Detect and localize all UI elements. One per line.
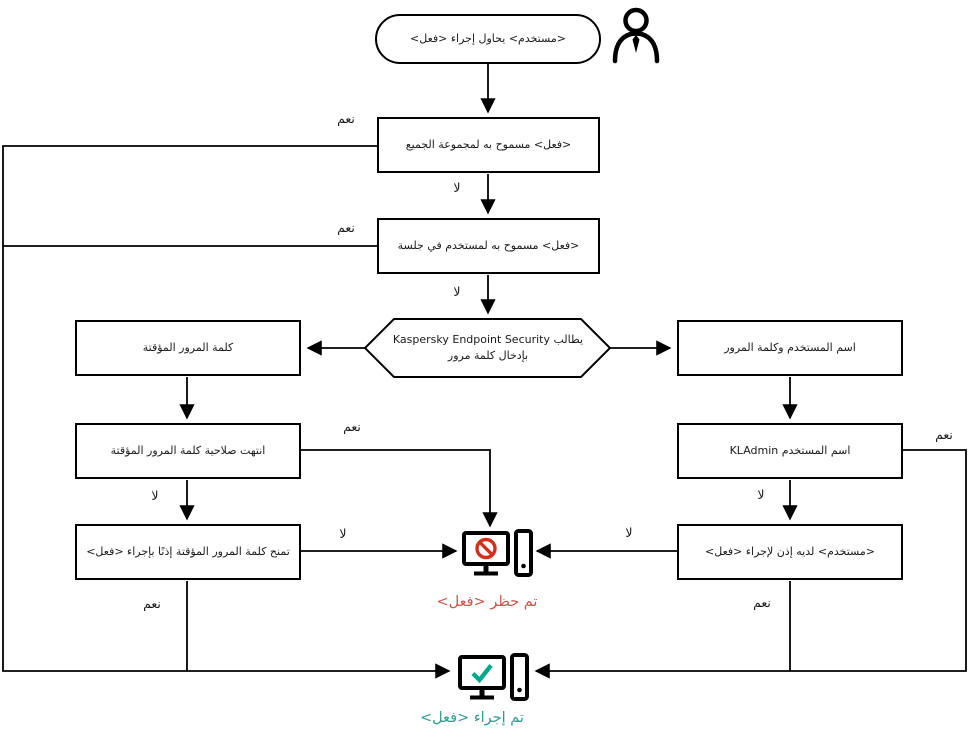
edge-label-kladmin-no: لا [757, 487, 765, 502]
result-blocked-caption: تم حظر <فعل> [436, 594, 538, 610]
hexagon-shape [363, 318, 612, 378]
edge-everyone-yes [2, 145, 451, 679]
node-allowed-session: <فعل> مسموح به لمستخدم في جلسة [377, 218, 600, 274]
node-allowed-everyone: <فعل> مسموح به لمجموعة الجميع [377, 117, 600, 173]
edge-label-permission-no: لا [625, 525, 633, 540]
node-user-has-permission: <مستخدم> لديه إذن لإجراء <فعل> [677, 524, 903, 580]
edge-kladmin-yes-to-performed [534, 449, 967, 679]
edge-label-kladmin-yes: نعم [935, 427, 953, 442]
edge-label-everyone-no: لا [453, 180, 461, 195]
checkmark-icon [471, 664, 493, 684]
prohibition-icon [475, 537, 497, 560]
edge-expired-yes-to-blocked [301, 449, 498, 528]
node-start: <مستخدم> يحاول إجراء <فعل> [375, 14, 601, 64]
node-username-kladmin: اسم المستخدم KLAdmin [677, 423, 903, 479]
node-password-prompt: يطالب Kaspersky Endpoint Security بإدخال… [392, 332, 584, 363]
edge-label-grants-no: لا [339, 526, 347, 541]
edge-label-expired-no: لا [151, 488, 159, 503]
edge-label-session-yes: نعم [337, 220, 355, 235]
node-temp-password-grants: تمنح كلمة المرور المؤقتة إذنًا بإجراء <ف… [75, 524, 301, 580]
success-computer-icon [458, 653, 529, 701]
edge-label-permission-yes: نعم [753, 595, 771, 610]
blocked-computer-icon [462, 529, 533, 577]
node-username-password: اسم المستخدم وكلمة المرور [677, 320, 903, 376]
node-temp-password-expired: انتهت صلاحية كلمة المرور المؤقتة [75, 423, 301, 479]
edge-label-grants-yes: نعم [143, 596, 161, 611]
edge-label-everyone-yes: نعم [337, 111, 355, 126]
user-icon [612, 7, 660, 64]
result-performed-caption: تم إجراء <فعل> [420, 710, 524, 726]
node-temp-password: كلمة المرور المؤقتة [75, 320, 301, 376]
edge-label-expired-yes: نعم [343, 419, 361, 434]
edge-label-session-no: لا [453, 284, 461, 299]
